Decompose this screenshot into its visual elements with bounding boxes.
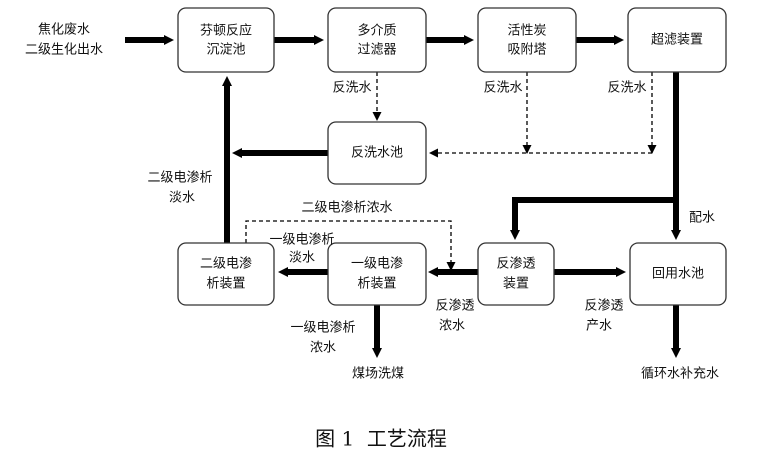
- label-backwash-3: 反洗水: [607, 81, 646, 96]
- node-ed1-line2: 析装置: [357, 277, 396, 292]
- node-ed1: 一级电渗 析装置: [327, 242, 427, 306]
- node-activated-carbon: 活性炭 吸附塔: [477, 7, 577, 73]
- figure-caption: 图 1 工艺流程: [315, 427, 447, 451]
- node-filter-line1: 多介质: [357, 23, 396, 39]
- label-ro-concentrate-line2: 浓水: [439, 319, 465, 334]
- label-ed1-dilute-line1: 一级电渗析: [269, 233, 334, 248]
- label-ed1-dilute-line2: 淡水: [289, 251, 315, 266]
- node-ed2: 二级电渗 析装置: [177, 242, 275, 306]
- node-reuse-pool-line1: 回用水池: [652, 267, 704, 282]
- label-ed1-concentrate-line1: 一级电渗析: [290, 321, 355, 336]
- node-carbon-line2: 吸附塔: [507, 43, 546, 58]
- arrow-uf-to-ro: [510, 197, 676, 240]
- node-ro-line1: 反渗透: [496, 257, 535, 272]
- node-fenton-line2: 沉淀池: [206, 43, 245, 58]
- label-ro-concentrate-line1: 反渗透: [435, 299, 474, 314]
- label-ro-product-line1: 反渗透: [584, 299, 623, 314]
- label-distribution: 配水: [689, 211, 715, 226]
- node-ro-line2: 装置: [503, 277, 529, 292]
- node-ed2-line1: 二级电渗: [200, 257, 252, 272]
- node-ultrafiltration: 超滤装置: [627, 7, 727, 73]
- label-makeup: 循环水补充水: [641, 366, 719, 382]
- label-ed2-concentrate: 二级电渗析浓水: [301, 201, 392, 216]
- node-fenton-line1: 芬顿反应: [200, 23, 252, 39]
- node-ed2-line2: 析装置: [206, 277, 245, 292]
- label-backwash-2: 反洗水: [483, 81, 522, 96]
- dash-ed2-concentrate: [245, 220, 456, 271]
- node-backwash-pool: 反洗水池: [327, 121, 427, 185]
- label-inlet-line2: 二级生化出水: [25, 43, 103, 58]
- label-ed2-dilute-line2: 淡水: [169, 191, 195, 206]
- node-backwash-pool-line1: 反洗水池: [351, 146, 403, 161]
- node-multimedia-filter: 多介质 过滤器: [327, 7, 427, 73]
- node-ed1-line1: 一级电渗: [351, 257, 403, 272]
- node-reuse-pool: 回用水池: [629, 242, 727, 306]
- label-ro-product-line2: 产水: [586, 319, 612, 334]
- label-coal-washing: 煤场洗煤: [352, 367, 404, 382]
- node-fenton: 芬顿反应 沉淀池: [177, 7, 275, 73]
- node-carbon-line1: 活性炭: [507, 24, 546, 39]
- node-uf-line1: 超滤装置: [651, 33, 703, 48]
- node-filter-line2: 过滤器: [357, 43, 396, 58]
- label-ed1-concentrate-line2: 浓水: [310, 341, 336, 356]
- label-ed2-dilute-line1: 二级电渗析: [147, 171, 212, 186]
- node-reverse-osmosis: 反渗透 装置: [477, 242, 555, 306]
- label-inlet-line1: 焦化废水: [38, 22, 90, 38]
- label-backwash-1: 反洗水: [332, 81, 371, 96]
